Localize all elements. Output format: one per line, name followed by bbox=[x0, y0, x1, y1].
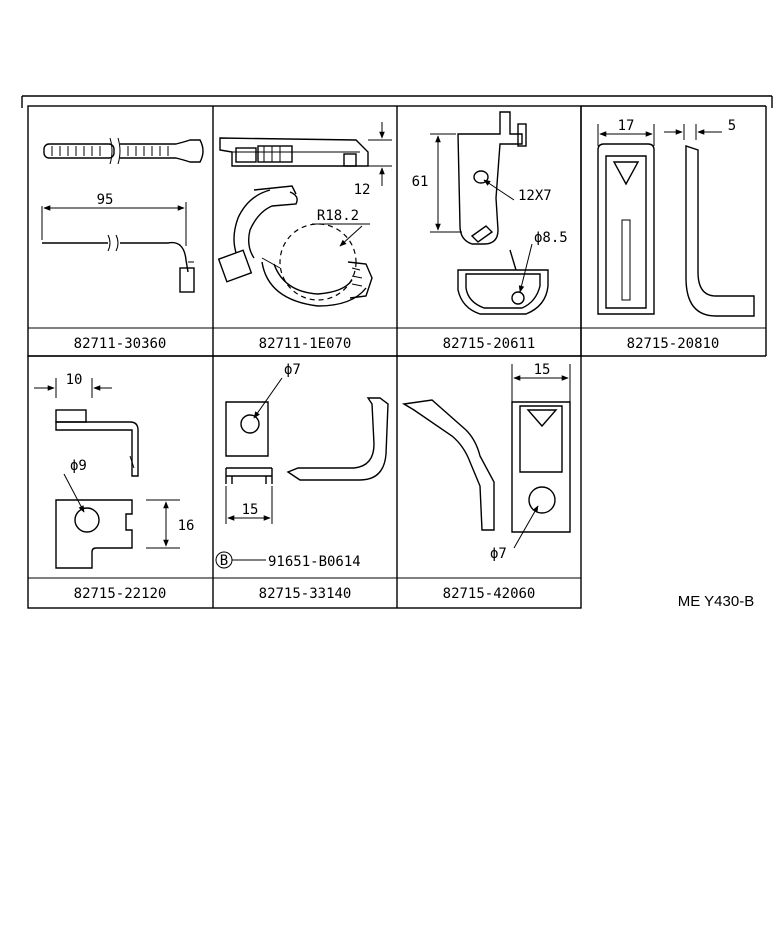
clip-side-view bbox=[286, 397, 389, 481]
sheet-code: ME Y430-B bbox=[678, 593, 754, 610]
dim-thickness-5 bbox=[664, 124, 722, 140]
dim-label-height: 61 bbox=[412, 174, 429, 190]
cell-82715-33140: ϕ7 15 B 91651-B0614 82715-33140 bbox=[215, 362, 389, 602]
dim-slot-leader bbox=[483, 179, 515, 201]
part-number: 82715-22120 bbox=[74, 586, 167, 602]
cell-82715-20810: 17 5 82715-20810 bbox=[597, 118, 755, 352]
dim-label-hole: ϕ9 bbox=[70, 458, 87, 474]
part-number: 82711-30360 bbox=[74, 336, 167, 352]
cell-82711-30360: 95 82711-30360 bbox=[41, 137, 204, 352]
cable-tie-drawing bbox=[42, 137, 204, 293]
cell-82715-20611: 61 12X7 ϕ8.5 82715-20611 bbox=[412, 111, 568, 352]
clamp-side-view bbox=[217, 185, 373, 307]
dim-label-hole: ϕ7 bbox=[490, 546, 507, 562]
frame bbox=[21, 95, 773, 609]
dim-label-thickness: 5 bbox=[728, 118, 736, 134]
bolt-part-number: 91651-B0614 bbox=[268, 554, 361, 570]
clip-front-view bbox=[225, 401, 273, 484]
dim-label-height: 16 bbox=[178, 518, 195, 534]
dim-height bbox=[430, 133, 462, 233]
dim-height-16 bbox=[146, 499, 180, 549]
dim-label-hole: ϕ8.5 bbox=[534, 230, 568, 246]
part-number: 82711-1E070 bbox=[259, 336, 352, 352]
part-number: 82715-20611 bbox=[443, 336, 536, 352]
clip-front-view bbox=[511, 401, 571, 533]
dim-label-width: 15 bbox=[242, 502, 259, 518]
j-clamp-front-view bbox=[597, 143, 655, 315]
clip-side-view bbox=[401, 399, 495, 531]
dim-hole-leader bbox=[513, 505, 539, 549]
dim-label-thickness: 12 bbox=[354, 182, 371, 198]
dim-label-hole: ϕ7 bbox=[284, 362, 301, 378]
cell-82715-42060: 15 ϕ7 82715-42060 bbox=[401, 362, 571, 602]
bolt-callout: B bbox=[215, 551, 266, 569]
bracket-front-view bbox=[457, 111, 527, 245]
cell-82715-22120: 10 ϕ9 16 82715-22120 bbox=[34, 372, 194, 602]
dim-hole-leader bbox=[518, 243, 533, 293]
dim-width-10 bbox=[34, 378, 112, 398]
dim-width-15 bbox=[511, 364, 571, 402]
dim-radius-leader bbox=[312, 223, 370, 247]
j-clamp-side-view bbox=[685, 145, 755, 317]
bolt-marker: B bbox=[220, 553, 228, 569]
part-number: 82715-42060 bbox=[443, 586, 536, 602]
bracket-front-view bbox=[55, 499, 133, 569]
dim-label-slot: 12X7 bbox=[518, 188, 552, 204]
part-number: 82715-33140 bbox=[259, 586, 352, 602]
dim-width bbox=[597, 124, 655, 146]
dim-width-15 bbox=[225, 486, 273, 524]
bracket-side-view bbox=[55, 409, 139, 477]
dim-label-radius: R18.2 bbox=[317, 208, 359, 224]
dim-hole-leader bbox=[63, 473, 85, 513]
clamp-top-view bbox=[219, 137, 369, 167]
part-number: 82715-20810 bbox=[627, 336, 720, 352]
dim-length bbox=[41, 202, 187, 246]
dim-thickness bbox=[368, 122, 392, 186]
bracket-side-view bbox=[457, 249, 549, 315]
cell-82711-1E070: 12 R18.2 82711-1E070 bbox=[217, 122, 392, 352]
dim-label-width: 17 bbox=[618, 118, 635, 134]
dim-hole-leader bbox=[253, 377, 283, 419]
dim-label-width: 15 bbox=[534, 362, 551, 378]
dim-label-length: 95 bbox=[97, 192, 114, 208]
dim-label-width: 10 bbox=[66, 372, 83, 388]
